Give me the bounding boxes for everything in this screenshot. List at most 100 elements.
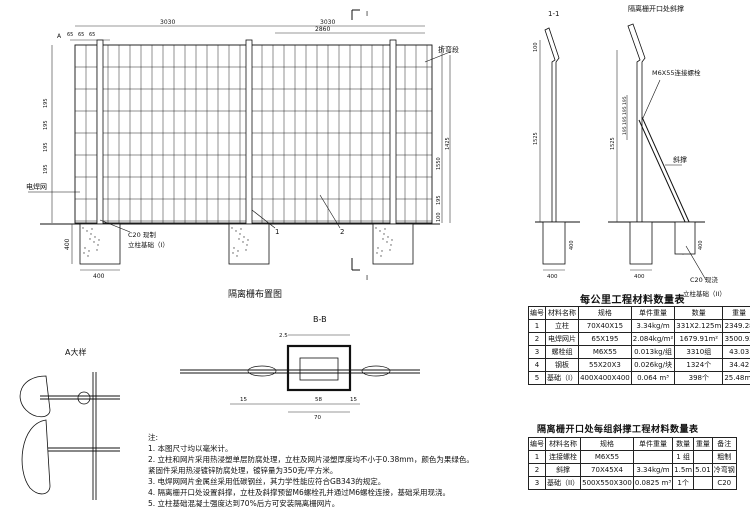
section-1-1-dim-1: 100: [533, 42, 539, 52]
post-3: [389, 39, 397, 256]
detail-a: A大样: [19, 347, 120, 500]
table-cell: 斜撑: [544, 463, 582, 477]
table-cell: 3500.93: [722, 332, 750, 346]
section-mark-top: I: [366, 10, 368, 18]
footing-3: [372, 223, 414, 265]
table-cell: 0.013kg/组: [630, 345, 676, 359]
table-cell: 65X195: [578, 332, 632, 346]
note-line: 3. 电焊网网片金属丝采用低碳钢丝，其力学性能应符合GB343的规定。: [148, 477, 386, 486]
table-cell: 2: [528, 332, 546, 346]
section-b-b: B-B 2.5 15 58 15 70: [180, 315, 420, 421]
brace-label-brace: 斜撑: [673, 155, 687, 164]
brace-label-concrete: C20 现浇: [690, 275, 718, 284]
material-table-per-km: 编号 材料名称 规格 单件重量 数量 重量 备注 1立柱70X40X153.34…: [528, 306, 750, 385]
table-cell: 400X400X400: [578, 371, 632, 385]
table-cell: M6X55: [580, 450, 634, 464]
section-1-1-title: 1-1: [548, 10, 559, 18]
brace-label-bolt: M6X55连接螺栓: [652, 68, 701, 77]
table-cell: 3: [528, 476, 546, 490]
table-cell: 连接螺栓: [544, 450, 582, 464]
table-cell: 25.48m³: [722, 371, 750, 385]
table-cell: [632, 450, 674, 464]
post-section: [286, 344, 352, 392]
table-cell: 2.084kg/m²: [630, 332, 676, 346]
label-post-foundation: 立柱基础（I）: [128, 240, 169, 249]
notes-heading: 注:: [148, 433, 159, 442]
note-line: 1. 本图尺寸均以毫米计。: [148, 444, 233, 453]
table2-h-0: 编号: [528, 437, 546, 451]
brace-view-title: 隔离栅开口处斜撑: [628, 4, 684, 13]
table-cell: 0.026kg/块: [630, 358, 676, 372]
footing-depth: 400: [64, 238, 71, 250]
table-cell: 55X20X3: [578, 358, 632, 372]
bb-dim-top: 2.5: [279, 333, 288, 339]
mesh-tag: 2: [340, 228, 344, 236]
notes: 注: 1. 本图尺寸均以毫米计。 2. 立柱和网片采用热浸塑单层防腐处理，立柱及…: [148, 432, 474, 509]
bb-dim-bottom-1: 15: [240, 397, 247, 403]
section-b-b-title: B-B: [313, 315, 327, 324]
table-cell: 70X45X4: [580, 463, 634, 477]
table1-h-2: 规格: [578, 306, 632, 320]
table-cell: C20: [711, 476, 737, 490]
post-2: [245, 39, 253, 256]
brace-dim-small-1: 195: [622, 96, 628, 105]
table-cell: 2349.28: [722, 319, 750, 333]
table-cell: 3.34kg/m: [632, 463, 674, 477]
fence-elevation: I I 3030 3030 2860 65 65 65 A 195: [26, 9, 695, 300]
table-cell: 5: [528, 371, 546, 385]
table-cell: 电焊网片: [544, 332, 580, 346]
table2-h-2: 规格: [580, 437, 634, 451]
dim-top-left: 3030: [160, 19, 175, 26]
brace-dim-height: 1525: [610, 137, 616, 150]
note-line: 4. 隔离栅开口处设置斜撑，立柱及斜撑预留M6螺栓孔并通过M6螺栓连接，基础采用…: [148, 488, 451, 497]
brace-dim-small-4: 195: [622, 126, 628, 135]
table-cell: 34.42: [722, 358, 750, 372]
table2-h-1: 材料名称: [544, 437, 582, 451]
table-cell: 1: [528, 319, 546, 333]
table-cell: 立柱: [544, 319, 580, 333]
table-cell: 基础（II）: [544, 476, 582, 490]
table-cell: 43.03: [722, 345, 750, 359]
table-cell: [693, 450, 713, 464]
table2-h-3: 单件重量: [632, 437, 674, 451]
dim-left-4: 195: [43, 164, 49, 174]
table-row: 2电焊网片65X1952.084kg/m²1679.91m²3500.93Φ4.…: [528, 332, 750, 346]
table-cell: 粗制: [711, 450, 737, 464]
table-cell: 398个: [674, 371, 724, 385]
table-cell: 4: [528, 358, 546, 372]
dim-right-4: 100: [436, 212, 442, 222]
dim-left-1: 195: [43, 98, 49, 108]
table-cell: 5.01: [693, 463, 713, 477]
dim-left-3: 195: [43, 142, 49, 152]
brace-dim-small-3: 195: [622, 116, 628, 125]
brace-label-foundation: 立柱基础（II）: [683, 289, 726, 298]
table-cell: 331X2.125m: [674, 319, 724, 333]
brace-dim-small-2: 195: [622, 106, 628, 115]
dim-right-1: 1550: [436, 157, 442, 170]
section-1-1-dim-2: 1525: [533, 132, 539, 145]
section-1-1-dim-3: 400: [569, 240, 575, 250]
dim-right-2: 1425: [445, 137, 451, 150]
table-cell: 1 组: [672, 450, 695, 464]
dim-small-2: 65: [78, 32, 84, 38]
table2-h-4: 数量: [672, 437, 695, 451]
footing-width: 400: [93, 273, 105, 280]
brace-dim-footing: 400: [698, 240, 704, 250]
table-cell: 1.5m: [672, 463, 695, 477]
table-cell: 500X550X300: [580, 476, 634, 490]
table2-title: 隔离栅开口处每组斜撑工程材料数量表: [537, 425, 699, 435]
section-1-1-footing-width: 400: [547, 274, 558, 280]
table-cell: 3.34kg/m: [630, 319, 676, 333]
table-cell: 70X40X15: [578, 319, 632, 333]
note-line: 5. 立柱基础混凝土强度达到70%后方可安装隔离栅网片。: [148, 499, 340, 508]
section-mark-bottom: I: [366, 274, 368, 282]
table1-h-4: 数量: [674, 306, 724, 320]
footing-1: [79, 223, 121, 265]
